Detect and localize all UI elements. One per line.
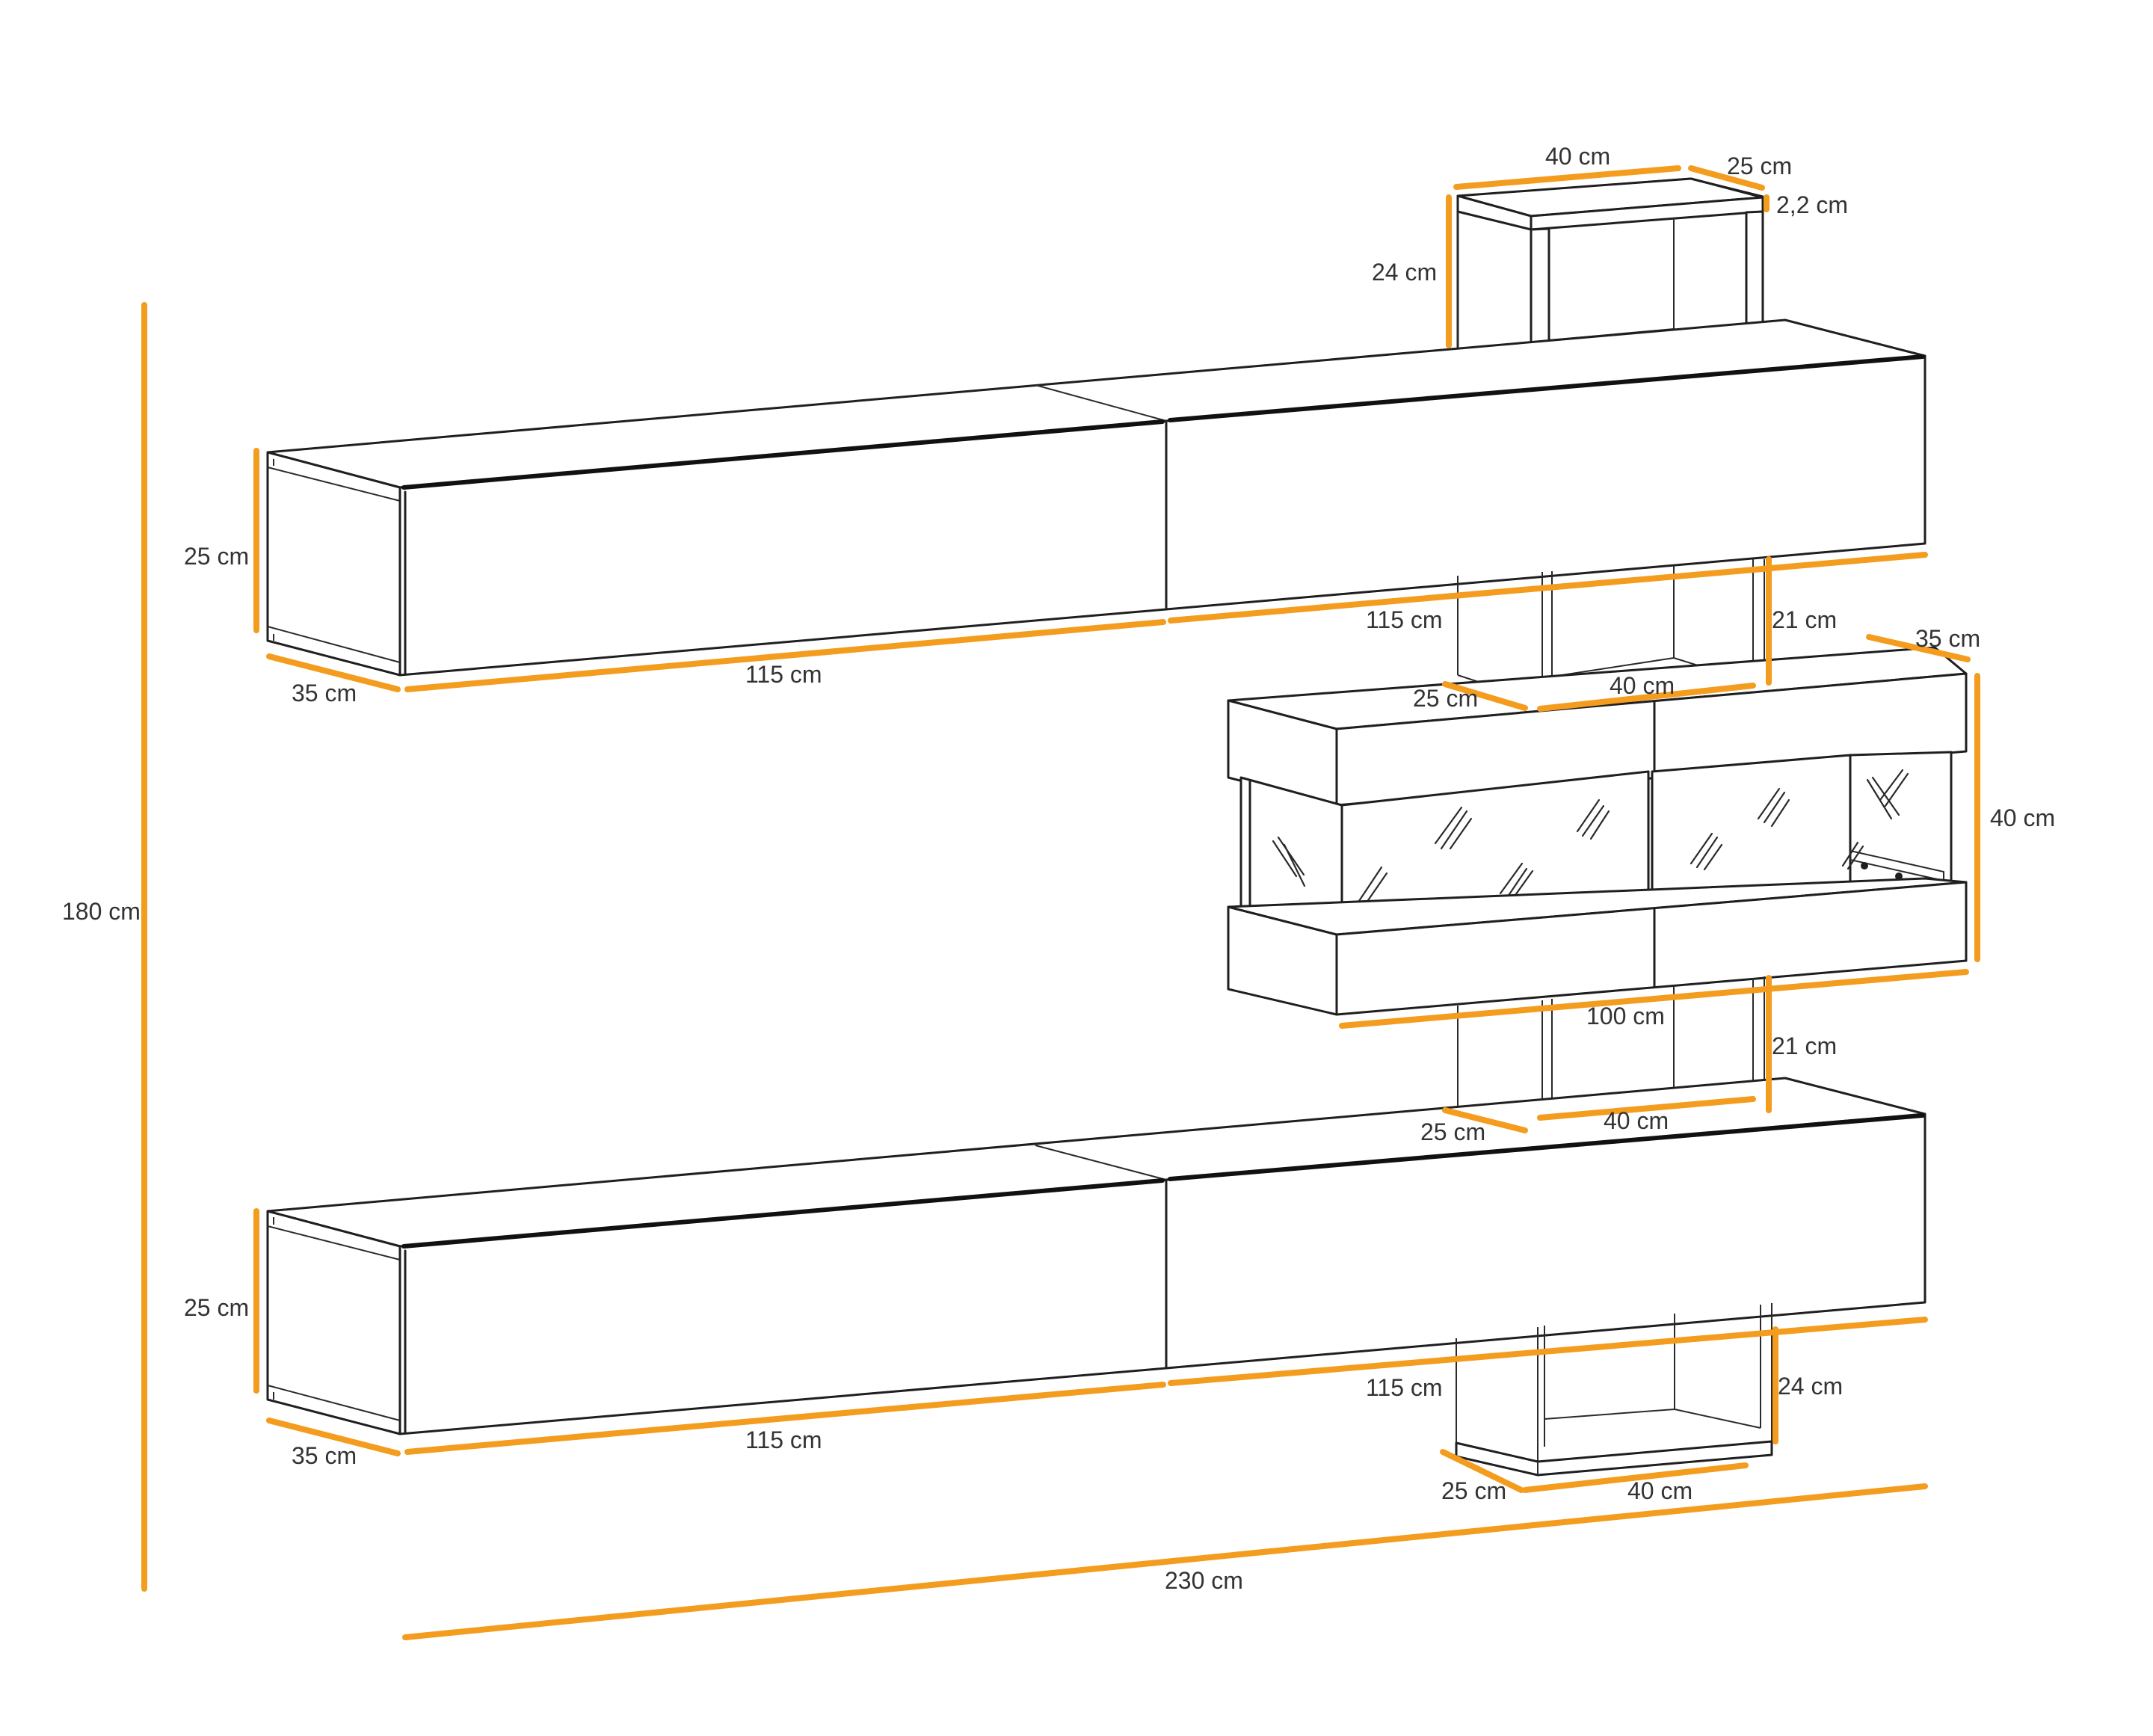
lower-spacer-depth-label: 25 cm	[1420, 1118, 1485, 1145]
upper-spacer-height-label: 21 cm	[1772, 606, 1837, 633]
top-shelf-width-label: 40 cm	[1545, 143, 1610, 170]
overall-width-label: 230 cm	[1165, 1567, 1243, 1594]
bottom-shelf-height-label: 24 cm	[1778, 1373, 1843, 1400]
glass-cabinet-depth-label: 35 cm	[1915, 625, 1980, 652]
top-shelf-height-label: 24 cm	[1372, 259, 1437, 286]
lower-spacer-height-label: 21 cm	[1772, 1032, 1837, 1059]
lower-cabinet-height-label: 25 cm	[184, 1294, 249, 1321]
lower-cabinet-depth-label: 35 cm	[292, 1442, 357, 1469]
glass-reflection-marks	[1272, 769, 1909, 906]
upper-cabinet-left-width-label: 115 cm	[745, 661, 822, 688]
glass-cabinet	[1227, 646, 1968, 1016]
dimension-labels: 180 cm 230 cm 40 cm 25 cm 2,2 cm 24 cm 2…	[62, 143, 2055, 1594]
top-shelf-depth-label: 25 cm	[1727, 153, 1792, 179]
lower-cabinet-right-width-label: 115 cm	[1366, 1374, 1443, 1401]
bracket-screw-icon	[1861, 862, 1868, 869]
glass-cabinet-width-label: 100 cm	[1586, 1003, 1665, 1029]
dim-230-line	[402, 1483, 1928, 1640]
upper-cabinet	[266, 318, 1926, 677]
bracket-screw-icon	[1895, 872, 1903, 880]
lower-cabinet-left-width-label: 115 cm	[745, 1426, 822, 1453]
dimension-lines	[141, 165, 1980, 1640]
overall-height-label: 180 cm	[62, 898, 141, 925]
top-shelf-thickness-label: 2,2 cm	[1776, 191, 1848, 218]
glass-cabinet-height-label: 40 cm	[1990, 804, 2055, 831]
bottom-shelf-depth-label: 25 cm	[1441, 1477, 1506, 1504]
upper-cabinet-depth-label: 35 cm	[292, 680, 357, 707]
bottom-shelf-width-label: 40 cm	[1627, 1477, 1692, 1504]
upper-cabinet-right-width-label: 115 cm	[1366, 606, 1443, 633]
lower-spacer-width-label: 40 cm	[1604, 1107, 1669, 1134]
upper-cabinet-height-label: 25 cm	[184, 543, 249, 570]
upper-spacer-depth-label: 25 cm	[1413, 685, 1478, 712]
upper-spacer-width-label: 40 cm	[1610, 672, 1675, 699]
lower-cabinet	[266, 1077, 1926, 1435]
